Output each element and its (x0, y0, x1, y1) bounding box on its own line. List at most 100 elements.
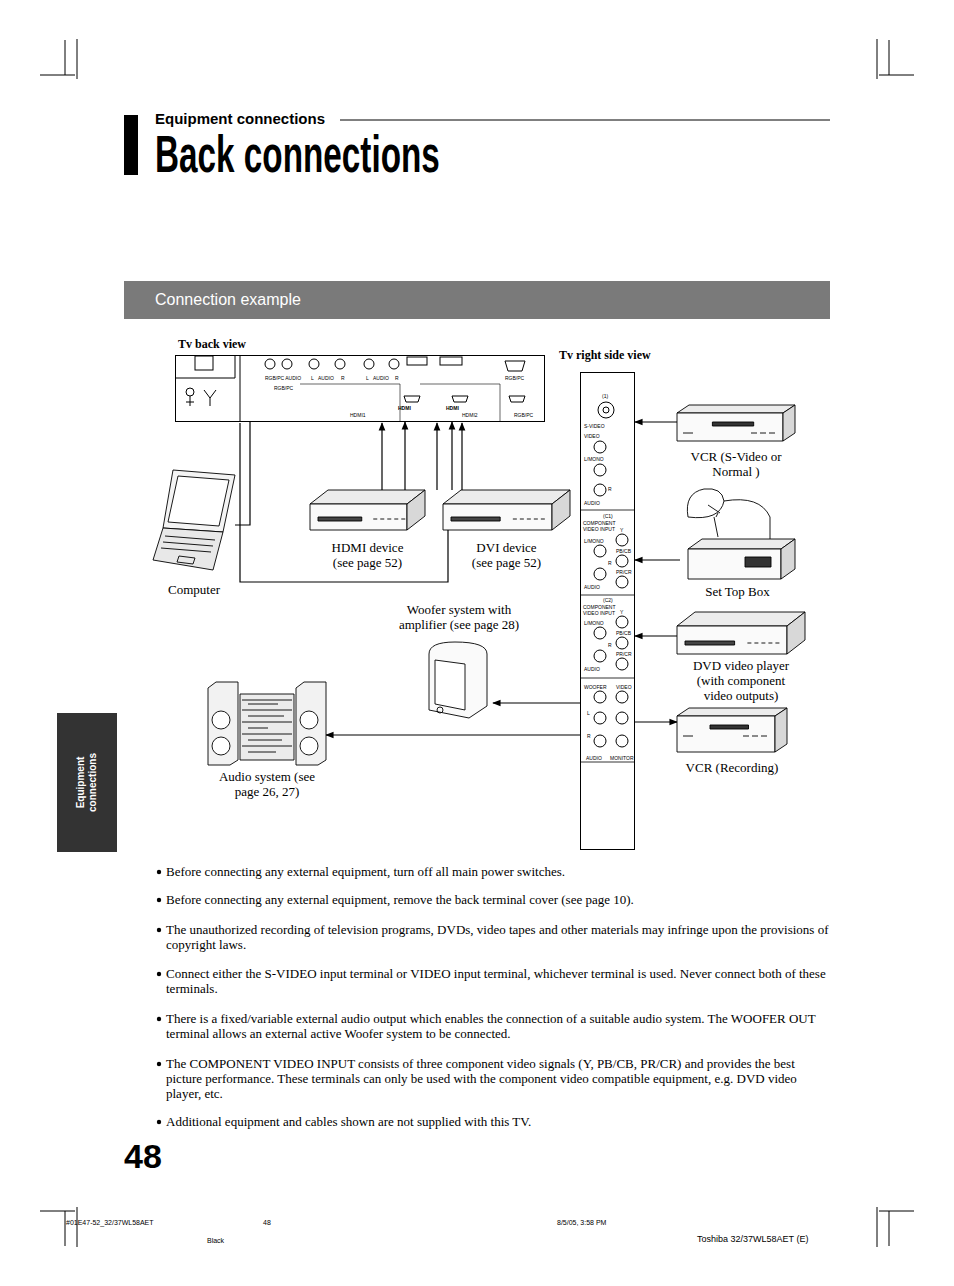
device-outline (163, 470, 235, 532)
bullet-dot (157, 1120, 161, 1124)
device-outline (242, 700, 292, 752)
title-bar (124, 115, 138, 175)
device-outline (775, 708, 787, 752)
device-outline (712, 422, 753, 426)
terminal-label: S-VIDEO (584, 423, 605, 429)
print-footer: Black (207, 1236, 224, 1245)
device-outline (429, 642, 487, 718)
terminal-label: (C1) (603, 513, 613, 519)
device-caption: Woofer system with amplifier (see page 2… (392, 602, 526, 632)
device-figure: Woofer system with amplifier (see page 2… (425, 640, 493, 720)
antenna-symbol (186, 388, 216, 406)
device-outline (677, 413, 783, 441)
cable-connector (635, 635, 677, 636)
device-outline (688, 549, 781, 579)
hdmi-logo: HDMI (446, 405, 459, 411)
drawing-circle (594, 627, 606, 639)
cable-connector (635, 721, 677, 722)
hdmi-logo: HDMI (398, 405, 411, 411)
section-band: Connection example (124, 281, 830, 319)
terminal-label: L/MONO (584, 538, 604, 544)
drawing-circle (616, 576, 628, 588)
device-caption: VCR (Recording) (677, 760, 787, 775)
drawing-circle (616, 534, 628, 546)
terminal-label: R (608, 642, 612, 648)
terminal-label: AUDIO (584, 500, 600, 506)
device-drawing (310, 490, 425, 530)
device-outline (240, 694, 294, 760)
terminal-label: Y (620, 609, 623, 615)
page-title: Back connections (155, 126, 440, 182)
power-socket (195, 356, 213, 370)
terminal-label: L (311, 375, 314, 381)
drawing-path (461, 423, 462, 490)
drawing-path (381, 423, 382, 490)
terminal-label: L/MONO (584, 620, 604, 626)
drawing-circle (594, 484, 606, 496)
note-text: Additional equipment and cables shown ar… (166, 1114, 830, 1129)
device-outline (745, 557, 771, 567)
view-heading: Tv right side view (559, 348, 651, 362)
device-outline (437, 707, 443, 713)
terminal-label: VIDEO (616, 684, 632, 690)
device-outline (168, 476, 229, 526)
drawing-circle (282, 359, 292, 369)
drawing-circle (594, 650, 606, 662)
terminal-label: AUDIO (373, 375, 389, 381)
drawing-circle (594, 464, 606, 476)
cable-connector (404, 422, 405, 490)
terminal-label: HDMI1 (350, 412, 366, 418)
bullet-dot (157, 1062, 161, 1066)
device-outline (781, 539, 795, 579)
device-outline (373, 519, 405, 520)
drawing-circle (594, 568, 606, 580)
device-drawing (208, 680, 326, 765)
terminal-label: L (587, 710, 590, 716)
side-tab-label: Equipment connections (75, 748, 99, 818)
terminal-label: PB/CB (616, 630, 631, 636)
terminal-label: AUDIO (584, 666, 600, 672)
device-outline (708, 500, 770, 539)
panel-frame (300, 384, 500, 422)
terminal-label: RGB/PC (505, 375, 524, 381)
drawing-circle (616, 735, 628, 747)
terminal-label: RGB/PC AUDIO (265, 375, 301, 381)
drawing-circle (594, 735, 606, 747)
side-tab-inner: Equipment connections (57, 713, 117, 852)
device-outline (687, 489, 724, 518)
device-caption: HDMI device (see page 52) (326, 540, 410, 570)
device-outline (435, 660, 465, 710)
device-outline (677, 626, 787, 654)
device-outline (513, 519, 545, 520)
note-text: Before connecting any external equipment… (166, 892, 830, 907)
drawing-path (404, 396, 420, 402)
drawing-path (509, 396, 525, 402)
drawing-circle (364, 359, 374, 369)
device-drawing (425, 640, 493, 720)
device-outline (443, 490, 570, 504)
device-outline (787, 612, 805, 654)
drawing-path (436, 423, 437, 490)
terminal-panel: Tv back view (175, 355, 545, 422)
print-footer: Toshiba 32/37WL58AET (E) (697, 1234, 808, 1245)
crop-mark (877, 1207, 914, 1247)
device-outline (688, 539, 795, 549)
device-outline (677, 405, 795, 413)
crop-mark (40, 1207, 77, 1247)
device-figure: DVI device (see page 52) (443, 490, 570, 530)
device-drawing (677, 612, 805, 654)
device-outline (783, 405, 795, 441)
drawing-circle (309, 359, 319, 369)
device-drawing (680, 487, 795, 579)
drawing-path (505, 361, 525, 371)
section-heading: Connection example (124, 281, 830, 319)
device-caption: Computer (149, 582, 239, 597)
cable-connector (326, 734, 580, 735)
terminal-label: R (608, 486, 612, 492)
note-text: There is a fixed/variable external audio… (166, 1011, 830, 1041)
terminal-label: R (341, 375, 345, 381)
device-figure: DVD video player (with component video o… (677, 612, 805, 654)
page-number: 48 (124, 1138, 162, 1174)
